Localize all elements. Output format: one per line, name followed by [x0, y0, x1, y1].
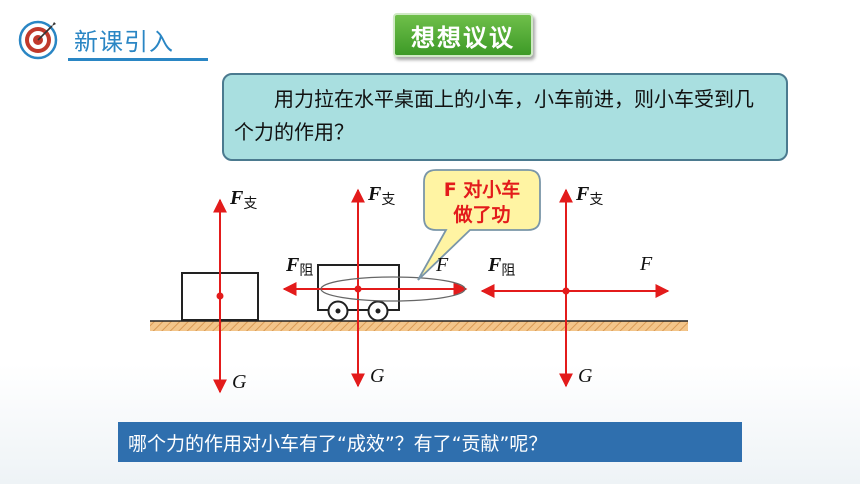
- header-underline: [68, 58, 208, 61]
- bottom-question-bar: 哪个力的作用对小车有了“成效”？有了“贡献”呢？: [118, 422, 742, 462]
- middle-friction-label: F阻: [285, 254, 313, 279]
- right-friction-label: F阻: [487, 254, 515, 279]
- bottom-question-text: 哪个力的作用对小车有了“成效”？有了“贡献”呢？: [128, 432, 548, 455]
- left-gravity-label: G: [232, 371, 247, 393]
- left-point: [216, 292, 224, 300]
- ground-hatch: [150, 321, 688, 331]
- question-box: 用力拉在水平桌面上的小车，小车前进，则小车受到几个力的作用？: [222, 73, 788, 161]
- question-text: 用力拉在水平桌面上的小车，小车前进，则小车受到几个力的作用？: [234, 87, 754, 144]
- highlight-ellipse: [320, 276, 466, 302]
- cart-axle-left: [335, 308, 341, 314]
- title-badge: 想想议议: [393, 13, 533, 57]
- callout-line-1: F 对小车: [444, 178, 521, 201]
- right-support-label: F支: [575, 183, 603, 208]
- right-point: [562, 287, 570, 295]
- callout-line-2: 做了功: [452, 203, 510, 226]
- section-title: 新课引入: [74, 28, 174, 56]
- right-pull-label: F: [639, 253, 653, 275]
- middle-support-label: F支: [367, 183, 395, 208]
- callout-bubble: [417, 169, 541, 281]
- right-gravity-label: G: [578, 365, 593, 387]
- left-support-label: F支: [229, 187, 257, 212]
- middle-pull-label: F: [435, 254, 449, 276]
- middle-gravity-label: G: [370, 365, 385, 387]
- middle-point: [354, 285, 362, 293]
- target-icon: [18, 20, 58, 60]
- cart-axle-right: [375, 308, 381, 314]
